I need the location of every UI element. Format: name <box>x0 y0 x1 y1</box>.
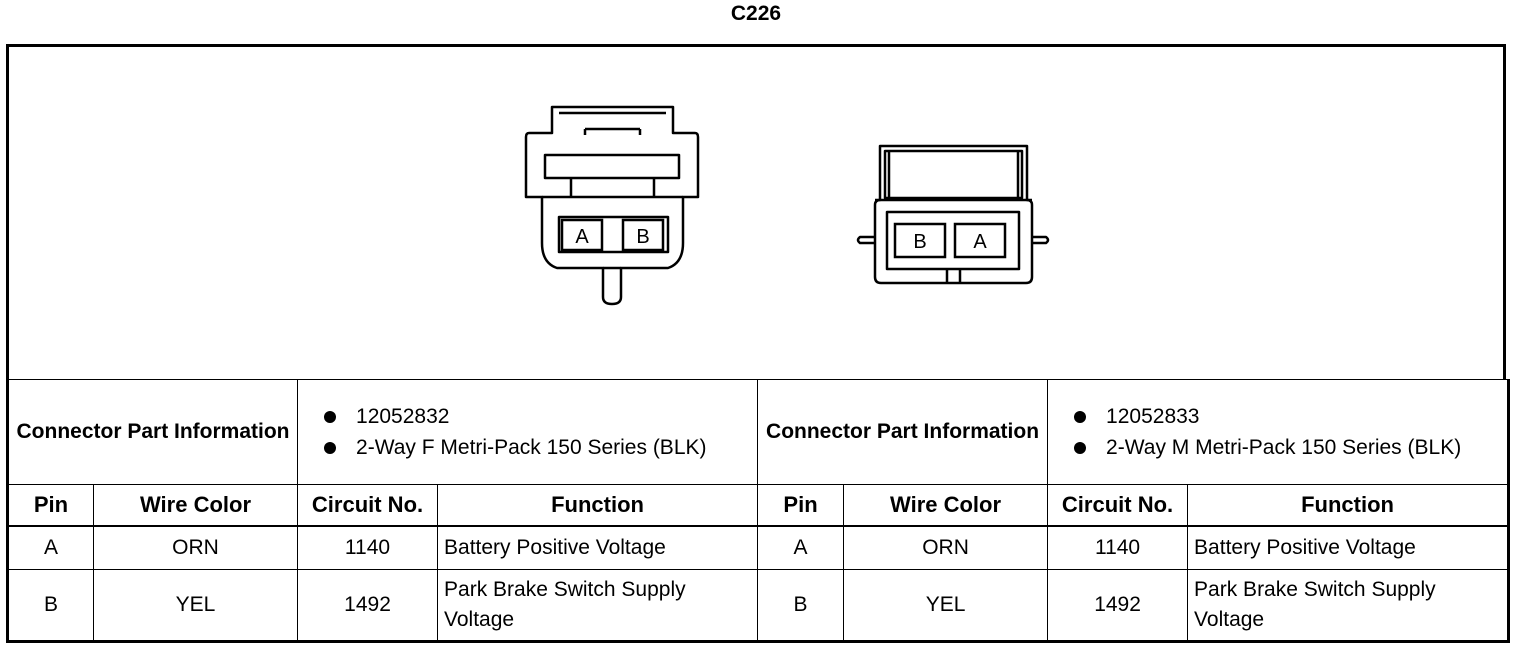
column-header-row: Pin Wire Color Circuit No. Function Pin … <box>6 484 1511 527</box>
bullet-icon <box>324 411 337 423</box>
function-cell: Park Brake Switch Supply Voltage <box>1187 569 1511 643</box>
part-number-item: 12052833 <box>1072 401 1501 432</box>
column-header-pin: Pin <box>757 484 845 527</box>
part-description: 2-Way M Metri-Pack 150 Series (BLK) <box>1106 436 1462 459</box>
pin-cell: B <box>757 569 845 643</box>
connector-info-row: Connector Part Information 12052832 2-Wa… <box>5 379 1511 485</box>
connector-title: C226 <box>730 2 782 25</box>
part-number: 12052832 <box>356 405 450 428</box>
male-cavity-label-a: A <box>973 231 987 253</box>
male-cavity-a <box>953 222 1007 259</box>
column-header-function: Function <box>437 484 759 527</box>
female-cavity-label-b: B <box>636 226 649 248</box>
wire-color-cell: ORN <box>843 525 1049 570</box>
table-row: B YEL 1492 Park Brake Switch Supply Volt… <box>6 569 1511 643</box>
pin-cell: A <box>6 525 94 570</box>
connector-part-info-label-right: Connector Part Information <box>757 379 1049 485</box>
part-description: 2-Way F Metri-Pack 150 Series (BLK) <box>356 436 707 459</box>
pin-cell: A <box>757 525 845 570</box>
wire-color-cell: ORN <box>92 525 299 570</box>
wire-color-cell: YEL <box>92 569 299 643</box>
bullet-icon <box>324 442 337 454</box>
part-description-item: 2-Way F Metri-Pack 150 Series (BLK) <box>322 432 751 463</box>
column-header-wire-color: Wire Color <box>92 484 299 527</box>
column-header-wire-color: Wire Color <box>843 484 1049 527</box>
table-row: A ORN 1140 Battery Positive Voltage A OR… <box>6 525 1511 570</box>
female-cavity-b <box>621 218 665 252</box>
part-number-item: 12052832 <box>322 401 751 432</box>
connector-part-list-left: 12052832 2-Way F Metri-Pack 150 Series (… <box>297 379 759 485</box>
column-header-pin: Pin <box>6 484 94 527</box>
male-cavity-b <box>893 222 947 259</box>
connector-diagram-frame: A B B A <box>6 44 1506 380</box>
column-header-circuit: Circuit No. <box>1047 484 1189 527</box>
column-header-function: Function <box>1187 484 1511 527</box>
function-cell: Battery Positive Voltage <box>437 525 759 570</box>
circuit-cell: 1492 <box>297 569 439 643</box>
connector-diagram: A B B A <box>524 105 1050 306</box>
bullet-icon <box>1074 442 1087 454</box>
connector-part-list-right: 12052833 2-Way M Metri-Pack 150 Series (… <box>1047 379 1511 485</box>
part-description-item: 2-Way M Metri-Pack 150 Series (BLK) <box>1072 432 1501 463</box>
wire-color-cell: YEL <box>843 569 1049 643</box>
female-cavity-a <box>560 218 604 252</box>
circuit-cell: 1492 <box>1047 569 1189 643</box>
female-connector-drawing <box>524 105 700 306</box>
circuit-cell: 1140 <box>1047 525 1189 570</box>
pin-cell: B <box>6 569 94 643</box>
circuit-cell: 1140 <box>297 525 439 570</box>
female-cavity-label-a: A <box>575 226 589 248</box>
function-cell: Battery Positive Voltage <box>1187 525 1511 570</box>
male-cavity-label-b: B <box>913 231 926 253</box>
part-number: 12052833 <box>1106 405 1200 428</box>
pinout-table: Connector Part Information 12052832 2-Wa… <box>5 379 1511 643</box>
male-connector-drawing <box>856 144 1050 285</box>
column-header-circuit: Circuit No. <box>297 484 439 527</box>
function-cell: Park Brake Switch Supply Voltage <box>437 569 759 643</box>
connector-part-info-label-left: Connector Part Information <box>5 379 299 485</box>
bullet-icon <box>1074 411 1087 423</box>
